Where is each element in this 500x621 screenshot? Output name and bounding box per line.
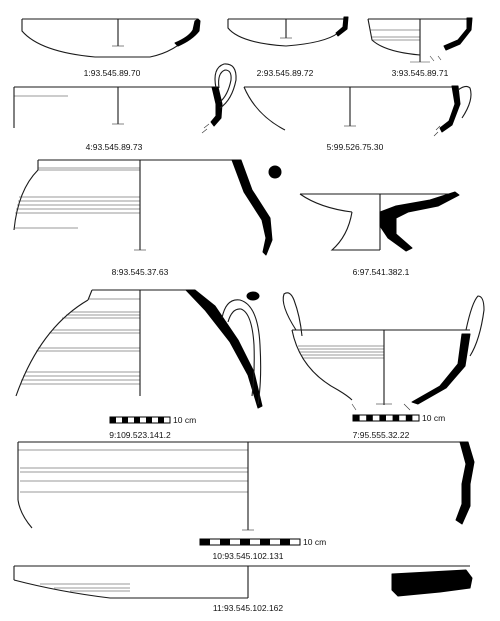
sherd-4-drawing [13,63,237,134]
sherd-3-drawing [367,17,473,63]
sherd-9-label: 9:109.523.141.2 [109,430,171,440]
sherd-1-drawing [21,18,201,58]
sherd-5-drawing [243,85,472,137]
sherd-11-drawing [13,565,473,599]
sherd-2-label: 2:93.545.89.72 [257,68,314,78]
sherd-6-drawing [299,191,460,252]
scale-bar-9 [109,416,171,424]
sherd-2-drawing [227,16,349,47]
scale-label-10: 10 cm [303,537,326,547]
sherd-10-drawing [17,441,475,531]
sherd-9-drawing [15,289,263,409]
scale-label-7: 10 cm [422,413,445,423]
sherd-8-label: 8:93.545.37.63 [112,267,169,277]
sherd-8-drawing [13,159,282,256]
sherd-6-label: 6:97.541.382.1 [353,267,410,277]
sherd-4-label: 4:93.545.89.73 [86,142,143,152]
scale-bar-10 [199,538,301,546]
sherd-7-drawing [282,292,485,411]
scale-label-9: 10 cm [173,415,196,425]
sherd-10-label: 10:93.545.102.131 [213,551,284,561]
sherd-5-label: 5:99.526.75.30 [327,142,384,152]
sherd-3-label: 3:93.545.89.71 [392,68,449,78]
scale-bar-7 [352,414,420,422]
sherd-1-label: 1:93.545.89.70 [84,68,141,78]
sherd-11-label: 11:93.545.102.162 [213,603,284,613]
sherd-7-label: 7:95.555.32.22 [353,430,410,440]
